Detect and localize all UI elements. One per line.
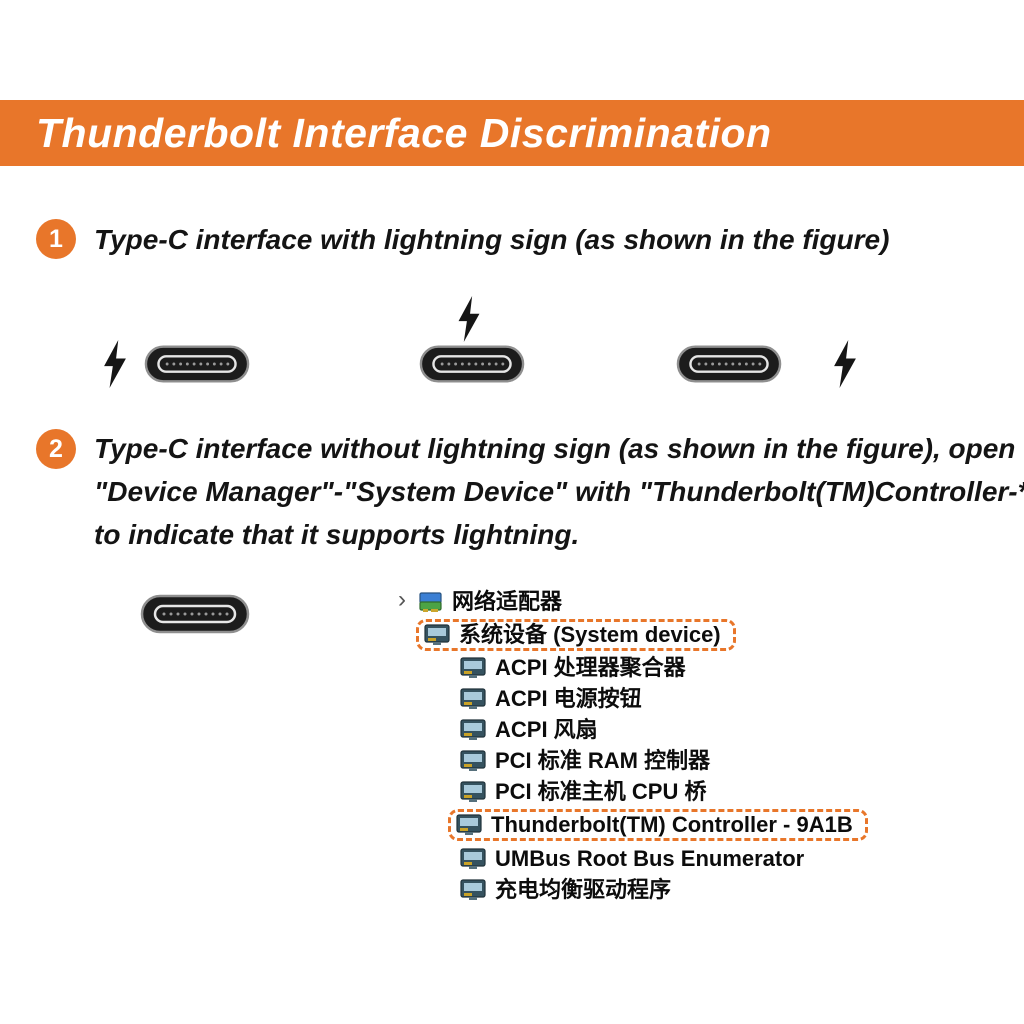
- network-adapter-icon: [419, 592, 442, 612]
- tree-item-label: 充电均衡驱动程序: [495, 876, 672, 902]
- system-device-icon: [460, 878, 486, 900]
- step-2-text-line-3: to indicate that it supports lightning.: [94, 519, 580, 550]
- tree-item-label: 网络适配器: [452, 589, 563, 614]
- system-device-icon: [460, 847, 486, 869]
- tree-item-label: ACPI 风扇: [495, 716, 598, 742]
- lightning-bolt-icon: [458, 296, 480, 342]
- tree-item-system-device: 系统设备 (System device): [398, 618, 958, 652]
- lightning-bolt-icon: [104, 340, 126, 388]
- tree-item-label: PCI 标准主机 CPU 桥: [495, 778, 707, 804]
- system-device-icon: [424, 624, 450, 645]
- tree-item: ACPI 风扇: [398, 714, 958, 745]
- tree-item-label: 系统设备 (System device): [459, 622, 721, 647]
- highlight-box-system-device: 系统设备 (System device): [416, 619, 736, 651]
- tree-item: PCI 标准主机 CPU 桥: [398, 776, 958, 807]
- tree-item-network-adapter: › 网络适配器: [398, 586, 958, 618]
- tree-item: UMBus Root Bus Enumerator: [398, 843, 958, 874]
- system-device-icon: [460, 656, 486, 678]
- step-1-number: 1: [49, 224, 63, 253]
- step-1-badge: 1: [36, 219, 76, 259]
- header-banner: Thunderbolt Interface Discrimination: [0, 100, 1024, 166]
- step-2-text-line-1: Type-C interface without lightning sign …: [94, 433, 1016, 464]
- page-title: Thunderbolt Interface Discrimination: [36, 109, 772, 156]
- system-device-icon: [460, 687, 486, 709]
- highlight-box-thunderbolt: Thunderbolt(TM) Controller - 9A1B: [448, 809, 868, 841]
- step-2-badge: 2: [36, 429, 76, 469]
- system-device-icon: [456, 814, 482, 835]
- system-device-icon: [460, 749, 486, 771]
- step-1-text: Type-C interface with lightning sign (as…: [94, 224, 890, 255]
- tree-item: ACPI 电源按钮: [398, 683, 958, 714]
- usb-c-port-illustration: [419, 345, 525, 383]
- tree-item: 充电均衡驱动程序: [398, 874, 958, 905]
- tree-item-label: PCI 标准 RAM 控制器: [495, 747, 711, 773]
- expander-chevron-icon: ›: [398, 586, 406, 613]
- step-2-number: 2: [49, 434, 63, 463]
- system-device-icon: [460, 718, 486, 740]
- device-manager-tree: › 网络适配器 系统设备 (System device): [398, 586, 958, 905]
- tree-item-thunderbolt-controller: Thunderbolt(TM) Controller - 9A1B: [398, 807, 958, 843]
- tree-item-label: UMBus Root Bus Enumerator: [495, 845, 805, 871]
- tree-item-label: Thunderbolt(TM) Controller - 9A1B: [491, 812, 853, 837]
- usb-c-port-illustration: [140, 594, 250, 634]
- tree-item: ACPI 处理器聚合器: [398, 652, 958, 683]
- tree-item-label: ACPI 电源按钮: [495, 685, 642, 711]
- tree-item-label: ACPI 处理器聚合器: [495, 654, 686, 680]
- tree-item: PCI 标准 RAM 控制器: [398, 745, 958, 776]
- usb-c-port-illustration: [144, 345, 250, 383]
- usb-c-port-illustration: [676, 345, 782, 383]
- step-2-text-line-2: "Device Manager"-"System Device" with "T…: [94, 476, 1024, 507]
- lightning-bolt-icon: [834, 340, 856, 388]
- system-device-icon: [460, 780, 486, 802]
